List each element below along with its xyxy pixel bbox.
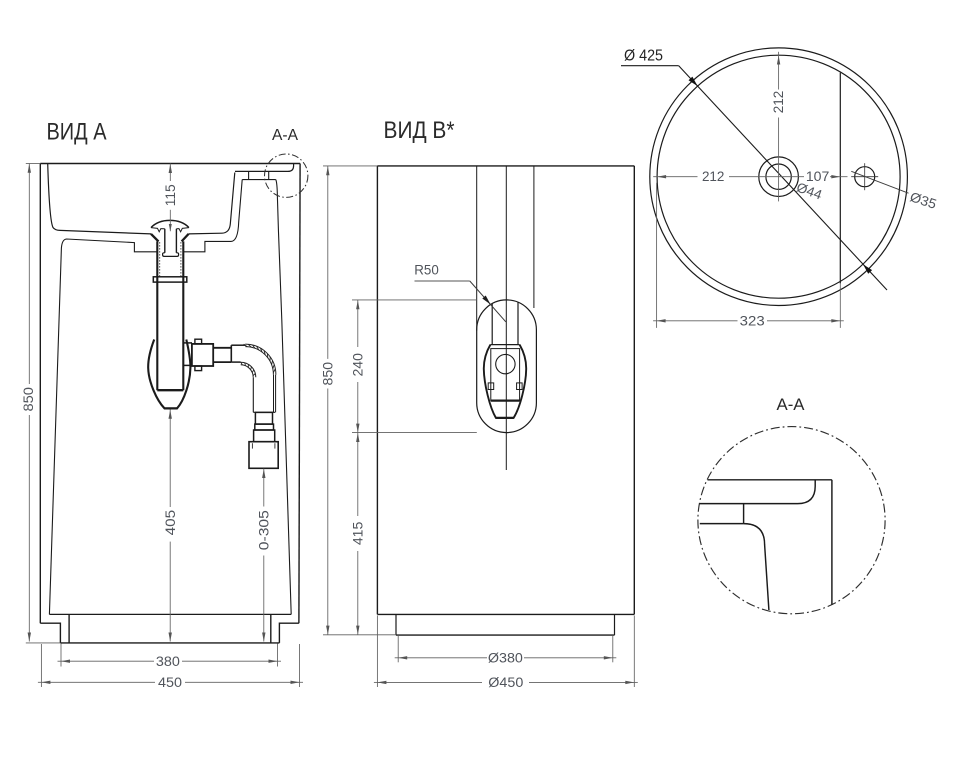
svg-text:450: 450 [158, 675, 182, 690]
svg-text:212: 212 [702, 169, 725, 184]
svg-text:Ø380: Ø380 [488, 651, 523, 666]
svg-text:240: 240 [350, 353, 365, 377]
svg-text:Ø450: Ø450 [488, 675, 523, 690]
svg-text:323: 323 [740, 314, 765, 329]
svg-text:107: 107 [806, 169, 830, 184]
svg-text:ВИД В*: ВИД В* [384, 117, 455, 144]
svg-text:212: 212 [771, 91, 786, 114]
svg-text:115: 115 [163, 184, 178, 206]
svg-text:850: 850 [320, 362, 335, 386]
svg-text:A-A: A-A [272, 127, 299, 144]
svg-text:ВИД А: ВИД А [47, 118, 107, 145]
svg-text:415: 415 [350, 522, 365, 546]
svg-text:A-A: A-A [777, 396, 805, 414]
svg-text:0-305: 0-305 [257, 510, 272, 550]
svg-text:R50: R50 [414, 262, 439, 277]
svg-text:380: 380 [156, 654, 180, 669]
svg-text:405: 405 [163, 510, 178, 536]
svg-text:850: 850 [21, 387, 36, 412]
svg-text:Ø 425: Ø 425 [624, 48, 663, 65]
